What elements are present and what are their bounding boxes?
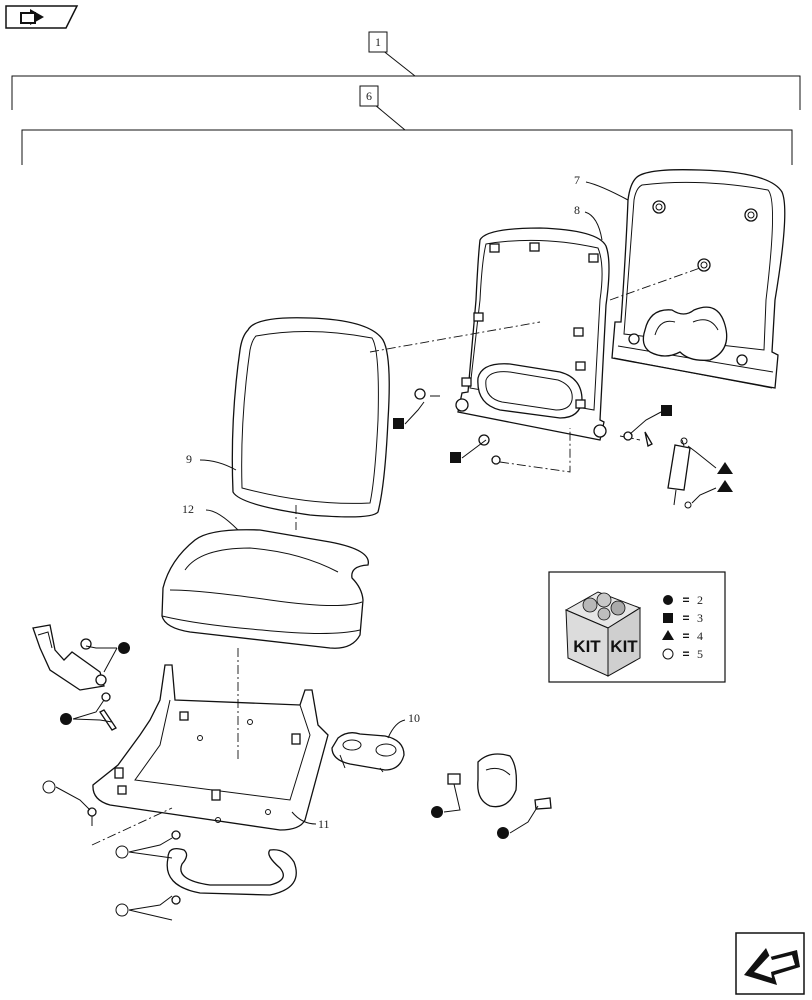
legend-row-filled-triangle: = 4	[662, 629, 703, 643]
kit-box-illustration: KIT KIT	[564, 591, 642, 677]
leader-9	[199, 459, 237, 471]
mounting-ring-part	[166, 830, 297, 905]
symbol-open-circle-a	[42, 780, 91, 811]
legend-row-filled-circle: = 2	[663, 593, 703, 607]
symbol-open-circle-c	[115, 895, 173, 921]
kit-legend: KIT KIT = 2 = 3 = 4 = 5	[548, 571, 726, 683]
callout-6: 6	[366, 89, 372, 103]
svg-text:=: =	[682, 611, 689, 625]
subassembly-bracket	[21, 99, 793, 165]
symbol-filled-circle-d	[497, 805, 539, 839]
callout-12: 12	[182, 502, 194, 516]
callout-9: 9	[186, 452, 192, 466]
legend-value-4: 4	[697, 629, 703, 643]
leader-10	[387, 719, 406, 739]
back-cushion-part	[231, 317, 390, 518]
back-frame-part	[455, 227, 610, 441]
arrow-down-left-icon	[744, 948, 800, 985]
callout-10: 10	[408, 711, 420, 725]
symbol-filled-square-c	[629, 405, 672, 435]
svg-text:=: =	[682, 647, 689, 661]
callout-11: 11	[318, 817, 330, 831]
legend-value-5: 5	[697, 647, 703, 661]
legend-value-3: 3	[697, 611, 703, 625]
book-arrow-icon	[20, 9, 44, 25]
symbol-filled-square-a	[393, 401, 425, 429]
svg-text:=: =	[682, 593, 689, 607]
leader-7	[585, 181, 629, 201]
belt-buckle-part	[32, 624, 117, 731]
callout-1: 1	[375, 35, 381, 49]
symbol-filled-triangle-a	[687, 445, 733, 474]
kit-word-right: KIT	[610, 637, 638, 656]
symbol-filled-triangle-b	[691, 480, 733, 504]
parts-catalog-button[interactable]	[5, 5, 79, 29]
symbol-filled-circle-b	[60, 699, 113, 725]
callout-7: 7	[574, 173, 580, 187]
rear-cover-part	[611, 169, 786, 389]
callout-box-6: 6	[359, 85, 379, 107]
cup-holder-part	[331, 732, 405, 773]
belt-retractor-part	[447, 753, 552, 810]
symbol-open-circle-b	[115, 837, 173, 859]
symbol-filled-circle-c	[431, 783, 461, 818]
callout-8: 8	[574, 203, 580, 217]
seat-cushion-part	[161, 529, 369, 649]
seat-pan-part	[92, 664, 329, 831]
svg-text:=: =	[682, 629, 689, 643]
fasteners	[87, 388, 692, 826]
assembly-bracket	[11, 45, 801, 110]
legend-row-filled-square: = 3	[663, 611, 703, 625]
legend-value-2: 2	[697, 593, 703, 607]
assembly-centerlines	[91, 267, 701, 846]
leader-12	[205, 509, 239, 531]
next-page-button[interactable]	[735, 932, 805, 995]
kit-word-left: KIT	[573, 637, 601, 656]
symbol-filled-circle-a	[85, 642, 130, 673]
gas-strut-part	[667, 437, 691, 506]
leader-8	[584, 211, 603, 241]
callout-box-1: 1	[368, 31, 388, 53]
legend-row-open-circle: = 5	[662, 647, 703, 661]
leader-11	[291, 811, 317, 825]
symbol-filled-square-b	[450, 439, 487, 463]
